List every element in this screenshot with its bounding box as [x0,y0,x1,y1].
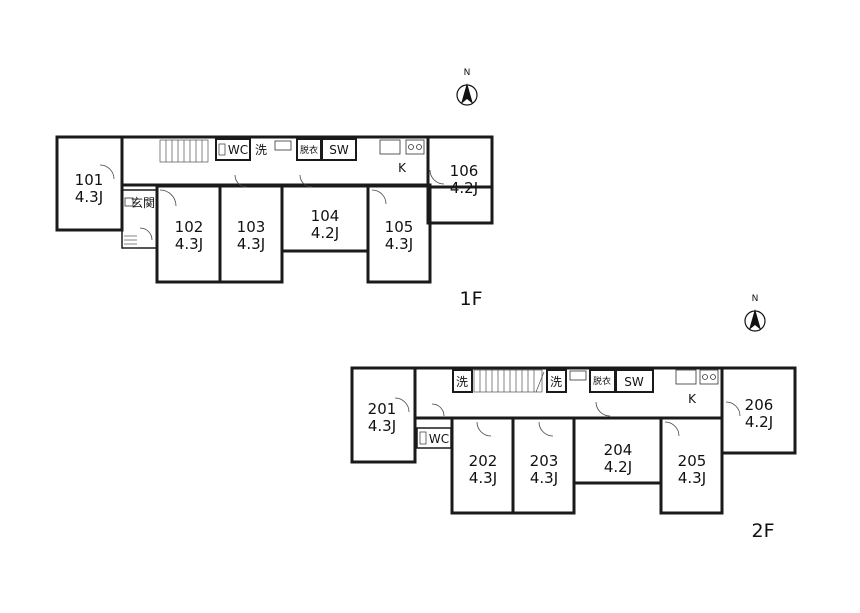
room-205-area: 4.3J [678,469,706,487]
room-201-wall [350,366,417,464]
washbasin-icon-2f [569,370,587,381]
north-arrow-icon-1f: N [456,68,478,106]
room-206-number: 206 [745,396,774,414]
room-202-number: 202 [469,452,498,470]
room-101-number: 101 [75,171,104,189]
staircase-2f-icon [473,369,545,393]
wc-label-1f: WC [228,143,248,157]
floor-1-plan: WC 洗 脱衣 SW K 玄関 101 4.3J 102 4.3J 103 4.… [55,135,494,310]
wash-label-right-2f: 洗 [550,375,562,389]
room-102-number: 102 [175,218,204,236]
room-203-number: 203 [530,452,559,470]
room-106-number: 106 [450,162,479,180]
kitchen-label-2f: K [688,392,697,406]
stove-icon-2f [699,369,719,385]
room-105-number: 105 [385,218,414,236]
room-103-number: 103 [237,218,266,236]
dressing-label-1f: 脱衣 [300,144,318,156]
room-101-wall [55,135,124,232]
wash-box-left-2f [452,369,473,393]
floor-1-label: 1F [459,288,482,310]
toilet-icon [218,143,226,156]
room-104-number: 104 [311,207,340,225]
floor-2-plan: WC 洗 洗 脱衣 SW K [350,366,797,542]
sink-icon-1f [379,139,401,155]
room-106-wall [426,135,494,225]
wash-label-left-2f: 洗 [456,375,468,389]
toilet-icon-2f [419,431,427,445]
north-label-1f: N [464,68,471,78]
sw-box-2f [615,369,654,393]
wc-label-2f: WC [429,432,449,446]
room-206-wall [720,366,797,455]
entrance-label-1f: 玄関 [131,195,155,210]
room-206-area: 4.2J [745,413,773,431]
wash-label-1f: 洗 [255,143,267,157]
door-swings-2f [394,397,741,437]
room-104-area: 4.2J [311,224,339,242]
room-205-wall [659,416,724,515]
wash-box-right-2f [546,369,567,393]
dressing-label-2f: 脱衣 [593,375,611,387]
room-203-area: 4.3J [530,469,558,487]
room-101-area: 4.3J [75,188,103,206]
room-103-area: 4.3J [237,235,265,253]
entrance-steps-icon [124,235,137,249]
door-swings-1f [99,164,445,241]
stove-icon-1f [405,139,425,155]
room-105-wall [366,184,432,284]
room-205-number: 205 [678,452,707,470]
room-201-area: 4.3J [368,417,396,435]
sw-label-1f: SW [329,143,349,157]
room-201-number: 201 [368,400,397,418]
staircase-1f-icon [159,139,209,163]
room-106-area: 4.2J [450,179,478,197]
kitchen-label-1f: K [398,161,407,175]
floor-2-label: 2F [751,520,774,542]
room-105-area: 4.3J [385,235,413,253]
room-102-area: 4.3J [175,235,203,253]
sw-label-2f: SW [624,375,644,389]
sink-icon-2f [675,369,697,385]
room-204-area: 4.2J [604,458,632,476]
north-arrow-icon-2f: N [744,294,766,332]
washbasin-icon-1f [274,140,292,151]
room-204-number: 204 [604,441,633,459]
sw-box-1f [321,138,357,161]
shoe-box-icon [124,197,134,207]
north-label-2f: N [752,294,759,304]
room-202-area: 4.3J [469,469,497,487]
